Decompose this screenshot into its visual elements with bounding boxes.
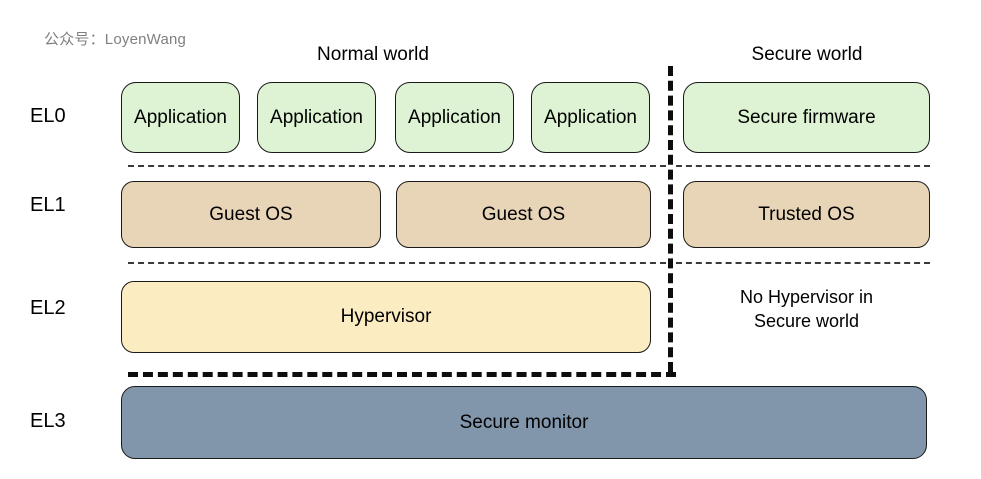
separator-el1-el2-secure — [676, 262, 930, 264]
el0-application-box-1: Application — [121, 82, 240, 153]
el2-hypervisor-box: Hypervisor — [121, 281, 651, 353]
exception-level-label-el3: EL3 — [30, 410, 66, 432]
world-divider-line — [668, 66, 673, 372]
normal-world-title: Normal world — [317, 44, 429, 65]
el0-application-box-4: Application — [531, 82, 650, 153]
secure-world-title: Secure world — [751, 44, 863, 65]
exception-level-label-el0: EL0 — [30, 105, 66, 127]
el2-secure-world-note: No Hypervisor in Secure world — [739, 287, 874, 332]
separator-el1-el2-normal — [128, 262, 666, 264]
watermark-text: 公众号：LoyenWang — [44, 31, 187, 48]
el1-guest-os-box-2: Guest OS — [396, 181, 651, 248]
exception-level-label-el2: EL2 — [30, 297, 66, 319]
el0-application-box-3: Application — [395, 82, 514, 153]
separator-el0-el1-normal — [128, 165, 666, 167]
el0-application-box-2: Application — [257, 82, 376, 153]
el0-secure-firmware-box: Secure firmware — [683, 82, 930, 153]
exception-level-label-el1: EL1 — [30, 194, 66, 216]
el1-guest-os-box-1: Guest OS — [121, 181, 381, 248]
separator-el2-el3 — [128, 372, 676, 377]
separator-el0-el1-secure — [676, 165, 930, 167]
el3-secure-monitor-box: Secure monitor — [121, 386, 927, 459]
el1-trusted-os-box: Trusted OS — [683, 181, 930, 248]
